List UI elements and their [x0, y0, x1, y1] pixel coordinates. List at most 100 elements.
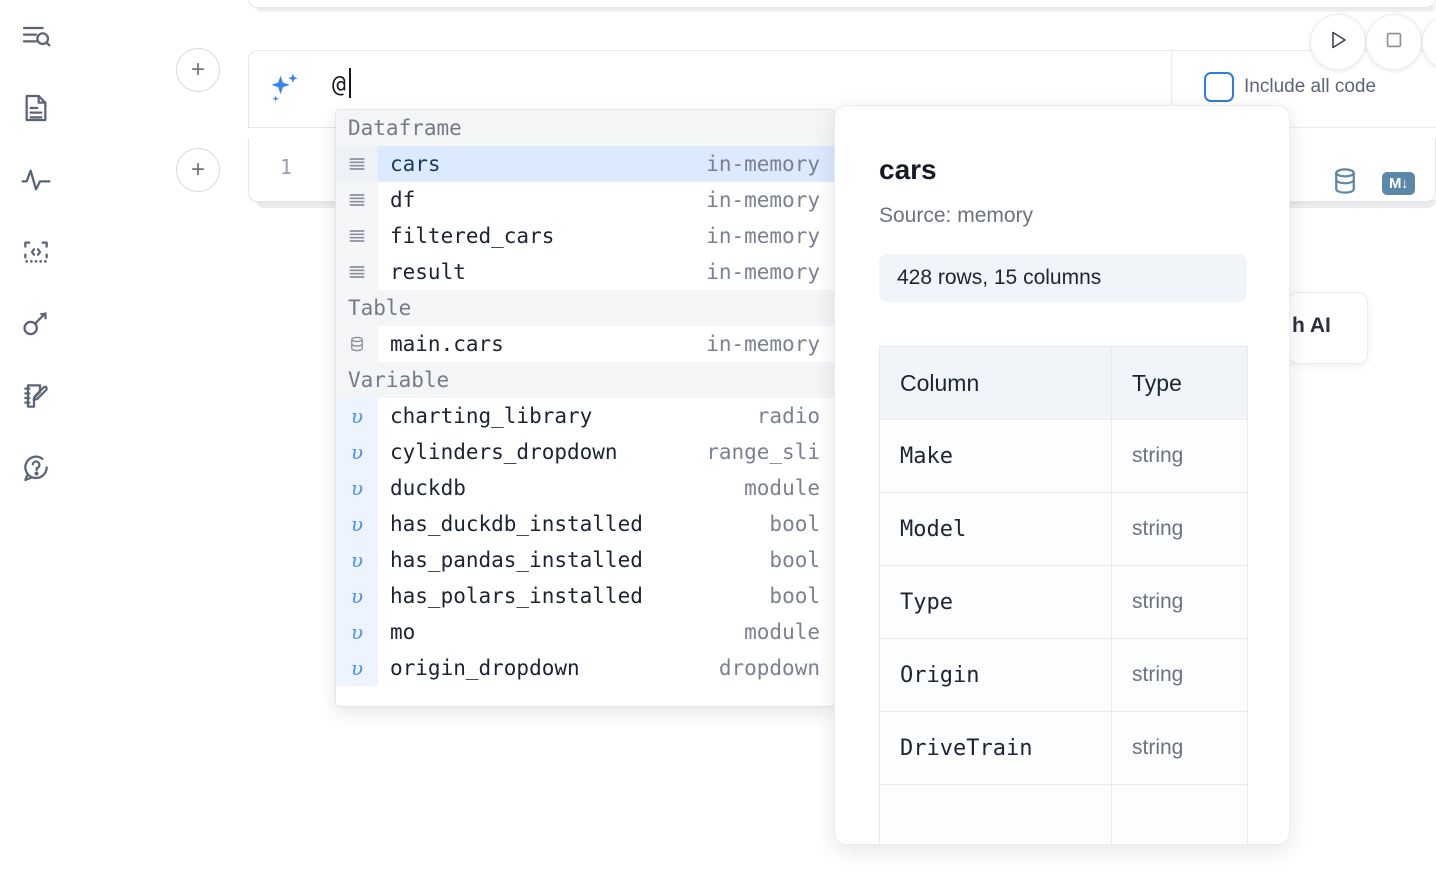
- sidebar-item-scratchpad[interactable]: [14, 374, 58, 418]
- help-chat-icon: [20, 452, 52, 484]
- autocomplete-item-name: has_pandas_installed: [378, 548, 643, 572]
- activity-pulse-icon: [20, 164, 52, 196]
- cell-type-icons: M↓: [1330, 166, 1415, 201]
- dataframe-icon: [336, 146, 378, 182]
- variable-icon: υ: [336, 614, 378, 650]
- autocomplete-item-kind: module: [744, 620, 834, 644]
- table-row: Originstring: [880, 639, 1248, 712]
- column-header: Column: [880, 347, 1112, 420]
- sidebar-item-help[interactable]: [14, 446, 58, 490]
- autocomplete-item-name: df: [378, 188, 415, 212]
- include-all-code-label: Include all code: [1244, 76, 1376, 98]
- autocomplete-item[interactable]: result in-memory: [336, 254, 834, 290]
- autocomplete-item-name: has_polars_installed: [378, 584, 643, 608]
- left-sidebar: [0, 0, 72, 874]
- autocomplete-item[interactable]: υhas_polars_installed bool: [336, 578, 834, 614]
- dataframe-icon: [336, 254, 378, 290]
- autocomplete-dropdown[interactable]: Dataframecarsin-memorydfin-memoryfiltere…: [335, 109, 835, 707]
- autocomplete-item-kind: module: [744, 476, 834, 500]
- autocomplete-item[interactable]: υorigin_dropdown dropdown: [336, 650, 834, 686]
- database-icon[interactable]: [1330, 166, 1360, 201]
- autocomplete-item[interactable]: main.cars in-memory: [336, 326, 834, 362]
- info-panel-shape: 428 rows, 15 columns: [879, 254, 1247, 302]
- generate-with-ai-label: h AI: [1292, 314, 1331, 338]
- variable-icon: υ: [336, 506, 378, 542]
- key-icon: [20, 308, 52, 340]
- sidebar-item-explore[interactable]: [14, 14, 58, 58]
- column-name-cell: Origin: [880, 639, 1112, 712]
- column-name-cell: Type: [880, 566, 1112, 639]
- column-type-cell: [1112, 785, 1248, 846]
- sidebar-item-snippets[interactable]: [14, 230, 58, 274]
- autocomplete-item-name: origin_dropdown: [378, 656, 580, 680]
- autocomplete-item-kind: in-memory: [706, 188, 834, 212]
- cell-above[interactable]: [248, 0, 1436, 8]
- autocomplete-item-name: main.cars: [378, 332, 504, 356]
- sidebar-item-files[interactable]: [14, 86, 58, 130]
- variable-icon: υ: [336, 578, 378, 614]
- autocomplete-item-name: mo: [378, 620, 415, 644]
- autocomplete-item-name: result: [378, 260, 466, 284]
- autocomplete-item[interactable]: υhas_duckdb_installedbool: [336, 506, 834, 542]
- variable-icon: υ: [336, 650, 378, 686]
- dataframe-icon: [336, 182, 378, 218]
- sparkle-ai-icon: [266, 70, 304, 108]
- autocomplete-item[interactable]: υhas_pandas_installedbool: [336, 542, 834, 578]
- autocomplete-item-kind: dropdown: [719, 656, 834, 680]
- stop-square-icon: [1383, 29, 1405, 56]
- line-number: 1: [268, 155, 292, 179]
- plus-icon: +: [191, 158, 205, 182]
- info-panel-title: cars: [879, 154, 937, 186]
- sidebar-item-secrets[interactable]: [14, 302, 58, 346]
- autocomplete-item-name: filtered_cars: [378, 224, 554, 248]
- sidebar-item-activity[interactable]: [14, 158, 58, 202]
- include-all-code-row[interactable]: Include all code: [1204, 72, 1376, 102]
- autocomplete-item-kind: range_sli: [706, 440, 834, 464]
- variable-icon: υ: [336, 470, 378, 506]
- document-icon: [20, 92, 52, 124]
- dataframe-info-panel: cars Source: memory 428 rows, 15 columns…: [834, 105, 1290, 845]
- column-name-cell: DriveTrain: [880, 712, 1112, 785]
- autocomplete-item[interactable]: υcharting_library radio: [336, 398, 834, 434]
- autocomplete-item[interactable]: cars in-memory: [336, 146, 834, 182]
- autocomplete-item[interactable]: υduckdbmodule: [336, 470, 834, 506]
- dataframe-icon: [336, 218, 378, 254]
- notebook-pencil-icon: [20, 380, 52, 412]
- autocomplete-item[interactable]: υcylinders_dropdownrange_sli: [336, 434, 834, 470]
- play-icon: [1326, 28, 1350, 57]
- add-cell-button-bottom[interactable]: +: [176, 148, 220, 192]
- table-row: Modelstring: [880, 493, 1248, 566]
- autocomplete-item[interactable]: υmo module: [336, 614, 834, 650]
- autocomplete-item-name: cars: [378, 152, 441, 176]
- column-schema-table: ColumnType MakestringModelstringTypestri…: [879, 346, 1248, 845]
- column-name-cell: [880, 785, 1112, 846]
- table-header-row: ColumnType: [880, 347, 1248, 420]
- autocomplete-item-kind: in-memory: [706, 152, 834, 176]
- table-row: DriveTrainstring: [880, 712, 1248, 785]
- stop-button[interactable]: [1366, 14, 1422, 70]
- autocomplete-group-header: Variable: [336, 362, 834, 398]
- autocomplete-item[interactable]: filtered_carsin-memory: [336, 218, 834, 254]
- run-button[interactable]: [1310, 14, 1366, 70]
- column-name-cell: Model: [880, 493, 1112, 566]
- autocomplete-item-kind: in-memory: [706, 260, 834, 284]
- column-type-cell: string: [1112, 566, 1248, 639]
- ai-prompt-input-value[interactable]: @: [332, 72, 346, 98]
- variable-icon: υ: [336, 434, 378, 470]
- text-caret: [349, 68, 351, 98]
- variable-icon: υ: [336, 398, 378, 434]
- markdown-icon[interactable]: M↓: [1382, 172, 1415, 195]
- autocomplete-item-kind: in-memory: [706, 332, 834, 356]
- autocomplete-item-name: charting_library: [378, 404, 592, 428]
- column-header: Type: [1112, 347, 1248, 420]
- add-cell-button-top[interactable]: +: [176, 48, 220, 92]
- autocomplete-item-kind: bool: [769, 584, 834, 608]
- info-panel-source: Source: memory: [879, 204, 1033, 228]
- database-icon: [336, 326, 378, 362]
- code-brackets-icon: [20, 236, 52, 268]
- include-all-code-checkbox[interactable]: [1204, 72, 1234, 102]
- autocomplete-item-kind: radio: [757, 404, 834, 428]
- autocomplete-item[interactable]: df in-memory: [336, 182, 834, 218]
- plus-icon: +: [191, 58, 205, 82]
